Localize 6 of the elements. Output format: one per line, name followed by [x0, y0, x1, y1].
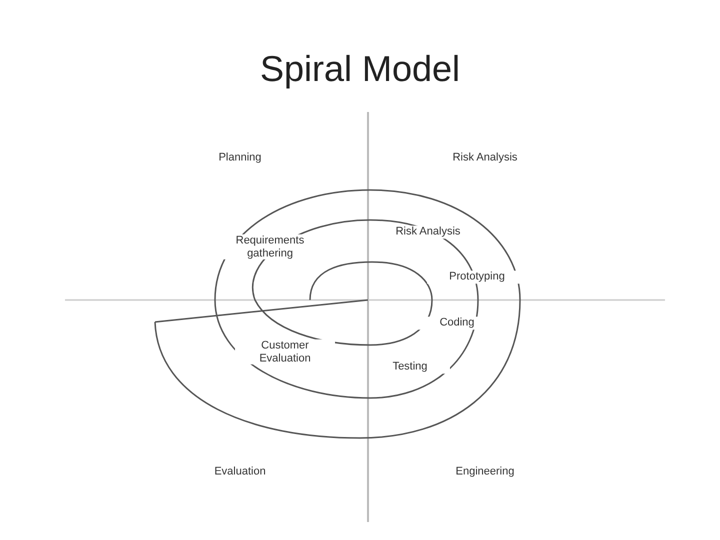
quadrant-label: Planning: [218, 152, 262, 164]
quadrant-label: Evaluation: [213, 466, 267, 478]
quadrant-label: Engineering: [454, 466, 516, 478]
phase-label: Customer Evaluation: [235, 339, 335, 365]
quadrant-label: Risk Analysis: [452, 152, 518, 164]
title: Spiral Model: [258, 48, 462, 90]
